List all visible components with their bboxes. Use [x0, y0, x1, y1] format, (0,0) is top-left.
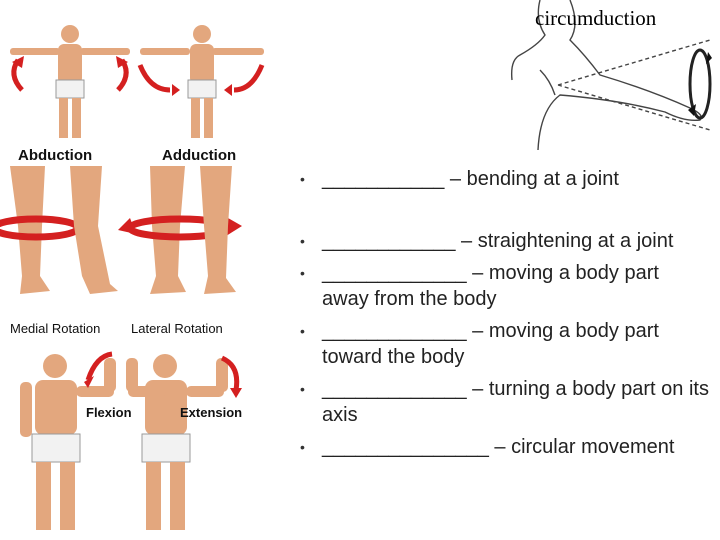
bullet-text: _____________ – turning a body part on i…: [322, 378, 709, 426]
lateral-rotation-label: Lateral Rotation: [131, 321, 223, 336]
bullet-dot-icon: •: [300, 265, 305, 281]
bullet-item: • ___________ – bending at a joint: [300, 166, 710, 192]
medial-rotation-label: Medial Rotation: [10, 321, 101, 336]
bullet-item: • _____________ – turning a body part on …: [300, 376, 710, 428]
flexion-extension-figures: [20, 351, 242, 530]
bullet-item: • _____________ – moving a body part away…: [300, 260, 710, 312]
circumduction-diagram: [510, 0, 712, 151]
flexion-label: Flexion: [86, 405, 132, 420]
bullet-item: • ____________ – straightening at a joint: [300, 228, 710, 254]
bullet-text: ___________ – bending at a joint: [322, 168, 619, 190]
flexion-figure: [20, 351, 116, 530]
abduction-adduction-figures: [10, 25, 265, 138]
movement-bullet-list: • ___________ – bending at a joint • _____…: [300, 166, 710, 460]
lateral-rotation-leg: [118, 166, 242, 294]
bullet-dot-icon: •: [300, 381, 305, 397]
bullet-item: • _____________ – moving a body part towa…: [300, 318, 710, 370]
bullet-item: • _______________ – circular movement: [300, 434, 710, 460]
adduction-figure: [137, 25, 265, 138]
bullet-text: ____________ – straightening at a joint: [322, 230, 674, 252]
extension-figure: [126, 354, 242, 530]
medial-rotation-leg: [0, 166, 118, 294]
bullet-dot-icon: •: [300, 323, 305, 339]
abduction-figure: [10, 25, 130, 138]
rotation-legs-figures: [0, 166, 242, 294]
circumduction-label: circumduction: [535, 6, 657, 30]
bullet-dot-icon: •: [300, 233, 305, 249]
adduction-label: Adduction: [162, 147, 237, 164]
bullet-text: _____________ – moving a body part away …: [322, 262, 659, 310]
bullet-dot-icon: •: [300, 439, 305, 455]
extension-label: Extension: [180, 405, 243, 420]
bullet-text: _______________ – circular movement: [322, 436, 675, 458]
bullet-text: _____________ – moving a body part towar…: [322, 320, 659, 368]
abduction-label: Abduction: [18, 147, 93, 164]
bullet-dot-icon: •: [300, 171, 305, 187]
